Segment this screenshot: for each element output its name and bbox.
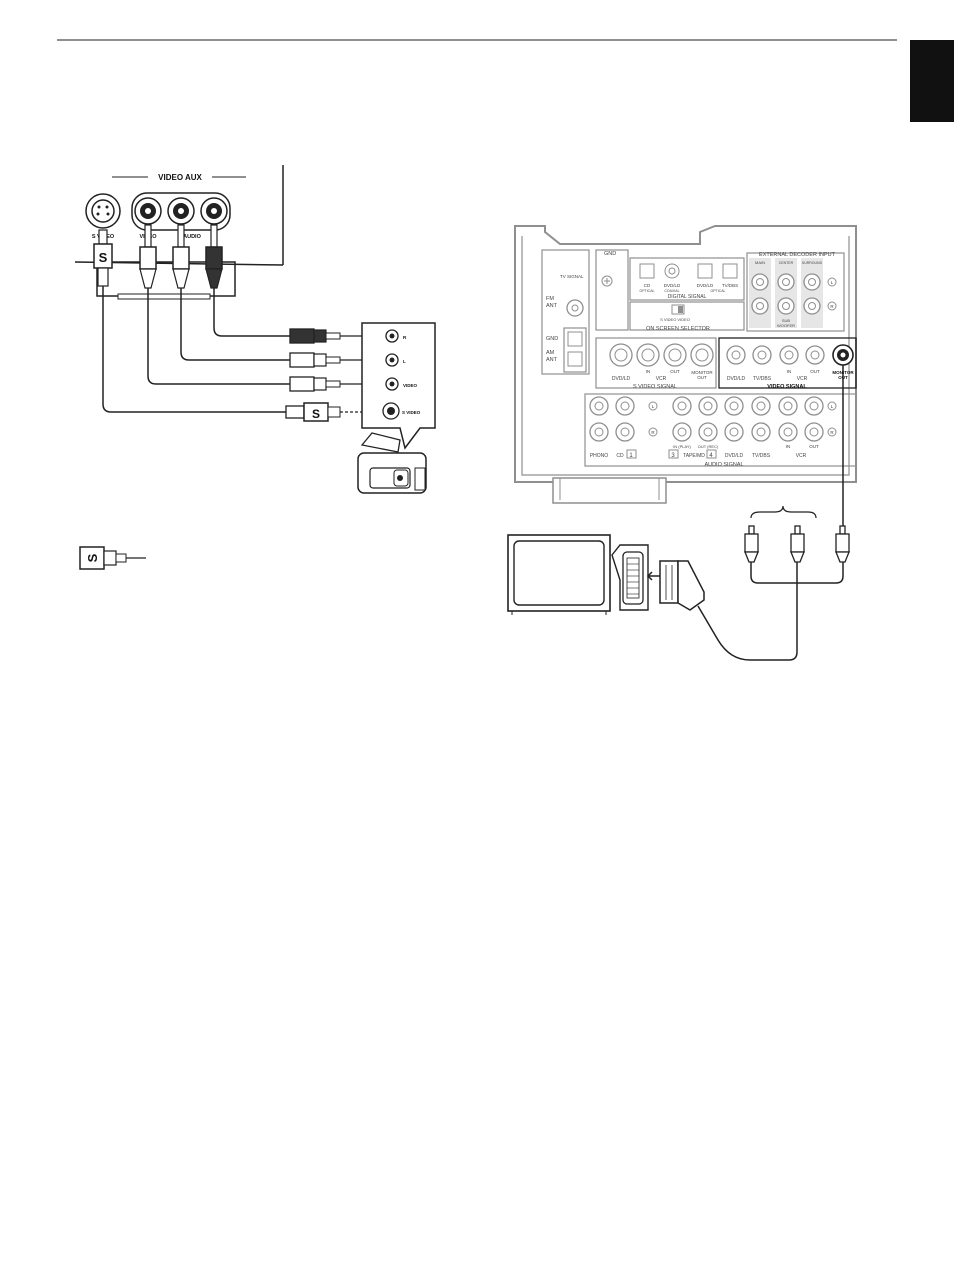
a-r-label: R bbox=[651, 430, 655, 435]
cam-l-label: L bbox=[403, 359, 406, 364]
audio-r-jack bbox=[200, 197, 228, 225]
v-vcr-label: VCR bbox=[797, 376, 808, 382]
camcorder-callout: R L VIDEO S VIDEO bbox=[361, 322, 436, 450]
front-plugs: S bbox=[93, 224, 223, 289]
audio-jack-label: AUDIO bbox=[183, 234, 201, 240]
a-tape-num1: 3 bbox=[671, 453, 675, 459]
s-video-signal-section: DVD/LD IN OUT VCR MONITOR OUT S VIDEO SI… bbox=[595, 337, 717, 390]
s-cable-legend: S bbox=[79, 546, 146, 570]
a-tv-label: TV/DBS bbox=[752, 453, 771, 459]
front-panel: VIDEO AUX S VIDEO VIDEO AUDIO bbox=[74, 165, 284, 300]
sv-in-label: IN bbox=[646, 369, 651, 374]
a-tape-num2: 4 bbox=[709, 453, 713, 459]
fm-ant-label-2: ANT bbox=[546, 303, 558, 309]
sv-title: S VIDEO SIGNAL bbox=[633, 384, 677, 390]
dig-dvd-sub: COAXIAL bbox=[664, 289, 679, 293]
am-ant-label-1: AM bbox=[546, 350, 555, 356]
a-cd-label: CD bbox=[616, 453, 624, 459]
a-in-label: IN bbox=[786, 444, 791, 449]
v-tv-label: TV/DBS bbox=[753, 376, 772, 382]
a-dvd-label: DVD/LD bbox=[725, 453, 744, 459]
cam-video-label: VIDEO bbox=[403, 383, 418, 388]
dig-dvd-label: DVD/LD bbox=[664, 283, 681, 288]
am-ant-label-2: ANT bbox=[546, 357, 558, 363]
dig-cd-label: CD bbox=[644, 283, 651, 288]
v-title: VIDEO SIGNAL bbox=[767, 384, 807, 390]
digital-signal-title: DIGITAL SIGNAL bbox=[668, 294, 707, 300]
a-tape-label: TAPE/MD bbox=[683, 453, 705, 459]
ext-l-label: L bbox=[831, 280, 834, 285]
a-l-label: L bbox=[652, 404, 655, 409]
v-in-label: IN bbox=[787, 369, 792, 374]
sv-vcr-label: VCR bbox=[656, 376, 667, 382]
v-out-label: OUT bbox=[810, 369, 820, 374]
a-l-label-2: L bbox=[831, 404, 834, 409]
a-title: AUDIO SIGNAL bbox=[704, 462, 743, 468]
a-out-rec-label: OUT (REC) bbox=[698, 444, 719, 449]
a-out-label: OUT bbox=[809, 444, 819, 449]
osd-labels: S VIDEO VIDEO bbox=[660, 317, 690, 322]
s-plug-glyph-2: S bbox=[312, 407, 320, 421]
a-vcr-label: VCR bbox=[796, 453, 807, 459]
digital-signal-section: CD OPTICAL DVD/LD COAXIAL DVD/LD TV/DBS … bbox=[629, 257, 745, 301]
a-r-label-2: R bbox=[830, 430, 834, 435]
s-plug-glyph: S bbox=[99, 250, 108, 265]
ext-center-label: CENTER bbox=[779, 261, 794, 265]
camcorder-icon bbox=[357, 432, 427, 494]
a-cd-num: 1 bbox=[629, 453, 633, 459]
cam-r-label: R bbox=[403, 335, 407, 340]
a-phono-label: PHONO bbox=[590, 453, 608, 459]
on-screen-selector: S VIDEO VIDEO ON SCREEN SELECTOR bbox=[629, 301, 745, 332]
gnd-section: GND bbox=[595, 249, 629, 331]
tv-set bbox=[507, 534, 649, 615]
sv-dvd-label: DVD/LD bbox=[612, 376, 631, 382]
video-aux-title: VIDEO AUX bbox=[158, 173, 202, 182]
ext-surround-label: SURROUND bbox=[802, 261, 823, 265]
audio-signal-section: L R L R PHONO CD 1 IN (PLAY) OUT (REC) 3… bbox=[584, 393, 857, 468]
sv-out-label: OUT bbox=[670, 369, 680, 374]
dig-cd-sub: OPTICAL bbox=[640, 289, 655, 293]
ext-main-label: MAIN bbox=[755, 260, 765, 265]
section-tab bbox=[910, 40, 954, 122]
ext-dec-title: EXTERNAL DECODER INPUT bbox=[759, 252, 836, 258]
osd-title: ON SCREEN SELECTOR bbox=[646, 326, 710, 332]
dig-tv-label: TV/DBS bbox=[722, 283, 738, 288]
dig-dvd2-label: DVD/LD bbox=[697, 283, 714, 288]
sv-monitor-label-1: MONITOR bbox=[691, 370, 713, 375]
ext-sub-label-2: WOOFER bbox=[777, 323, 795, 328]
legend-s-glyph: S bbox=[85, 553, 100, 562]
s-video-jack bbox=[85, 193, 121, 229]
video-jack bbox=[134, 197, 162, 225]
external-decoder-section: EXTERNAL DECODER INPUT MAIN CENTER SURRO… bbox=[746, 252, 845, 332]
video-signal-section: DVD/LD TV/DBS IN OUT VCR MONITOR OUT VID… bbox=[718, 337, 857, 390]
front-cables bbox=[102, 286, 290, 413]
ext-r-label: R bbox=[830, 304, 834, 309]
monitor-cable bbox=[697, 365, 850, 661]
sv-monitor-label-2: OUT bbox=[697, 375, 707, 380]
cam-s-video-label: S VIDEO bbox=[402, 410, 421, 415]
gnd2-label: GND bbox=[546, 336, 558, 342]
tv-signal-label: TV SIGNAL bbox=[560, 274, 584, 279]
fm-ant-label-1: FM bbox=[546, 296, 554, 302]
a-in-play-label: IN (PLAY) bbox=[673, 444, 691, 449]
audio-pair-brace bbox=[750, 505, 817, 519]
v-dvd-label: DVD/LD bbox=[727, 376, 746, 382]
ext-sub-label-1: SUB bbox=[782, 318, 791, 323]
camcorder-plugs: S bbox=[285, 328, 341, 422]
dig-tv-sub: OPTICAL bbox=[711, 289, 726, 293]
scart-plug bbox=[646, 560, 705, 611]
audio-l-jack bbox=[167, 197, 195, 225]
antenna-section: TV SIGNAL FM ANT GND AM ANT bbox=[541, 249, 590, 375]
gnd-label: GND bbox=[604, 251, 616, 257]
